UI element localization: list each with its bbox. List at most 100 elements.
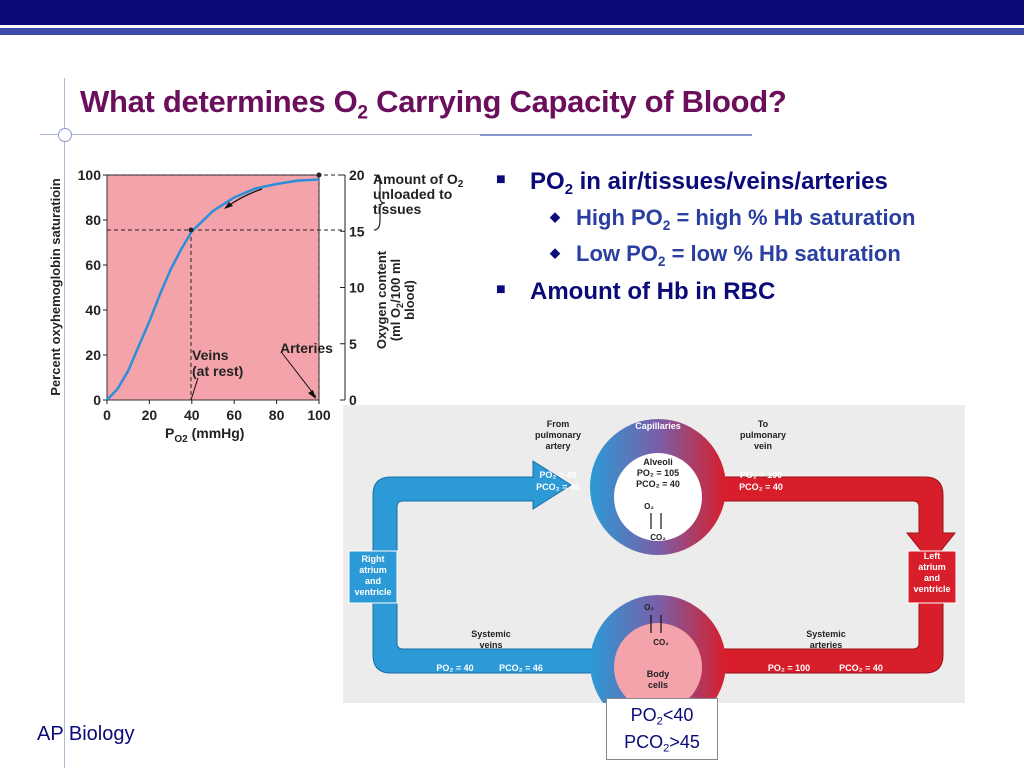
gas-exchange-diagram: From pulmonary artery To pulmonary vein … <box>343 405 965 703</box>
sys-veins-2: veins <box>479 640 502 650</box>
y2-tick-label: 0 <box>349 392 357 408</box>
title-underline <box>480 134 752 136</box>
out-po2: PO₂ = 100 <box>740 470 782 480</box>
from-pulm-1: From <box>547 419 570 429</box>
y2-tick-label: 20 <box>349 167 365 183</box>
body-cells-2: cells <box>648 680 668 690</box>
veins-label-1: Veins <box>192 347 229 363</box>
unloaded-label-1: Amount of O2 <box>373 171 464 190</box>
y2-ticks: 0 5 10 15 20 <box>340 167 365 408</box>
y-axis-label: Percent oxyhemoglobin saturatioin <box>48 178 63 395</box>
left-heart-4: ventricle <box>913 584 950 594</box>
saturation-curve <box>106 178 320 401</box>
unloaded-label-2: unloaded to <box>373 186 452 202</box>
sys-veins-1: Systemic <box>471 629 511 639</box>
to-pulm-2: pulmonary <box>740 430 786 440</box>
arteries-point <box>316 172 322 178</box>
lung-co2-label: CO₂ <box>650 533 666 542</box>
veins-pointer <box>190 377 199 401</box>
capillaries-label: Capillaries <box>635 421 681 431</box>
right-heart-2: atrium <box>359 565 387 575</box>
y-ticks: 0 20 40 60 80 100 <box>78 167 107 408</box>
out-pco2: PCO₂ = 40 <box>739 482 783 492</box>
unloaded-label-3: tissues <box>373 201 421 217</box>
from-pulm-2: pulmonary <box>535 430 581 440</box>
x-tick-label: 100 <box>307 407 331 423</box>
arterial-pathway <box>710 476 957 564</box>
arteries-label: Arteries <box>280 340 333 356</box>
left-heart-1: Left <box>924 551 941 561</box>
veins-label-2: (at rest) <box>192 363 243 379</box>
footer-label: AP Biology <box>37 723 135 745</box>
diamond-bullet-icon: ◆ <box>550 208 560 224</box>
bullet-po2: ■PO2 in air/tissues/veins/arteries <box>496 168 888 199</box>
y-tick-label: 0 <box>93 392 101 408</box>
sys-art-1: Systemic <box>806 629 846 639</box>
to-pulm-3: vein <box>754 441 772 451</box>
x-axis-label: PO2 (mmHg) <box>165 425 244 445</box>
from-pulm-3: artery <box>545 441 570 451</box>
y2-tick-label: 15 <box>349 223 365 239</box>
right-heart-box <box>348 550 398 604</box>
alveoli-po2: PO₂ = 105 <box>637 468 679 478</box>
left-heart-2: atrium <box>918 562 946 572</box>
bullet-low-po2: ◆Low PO2 = low % Hb saturation <box>550 241 901 269</box>
top-banner-stripe <box>0 28 1024 35</box>
x-ticks: 0 20 40 60 80 100 <box>103 400 331 423</box>
x-tick-label: 60 <box>226 407 242 423</box>
top-banner <box>0 0 1024 25</box>
y2-tick-label: 10 <box>349 280 365 296</box>
horizontal-guide-line <box>40 134 752 135</box>
veins-point <box>188 227 194 233</box>
left-heart-3: and <box>924 573 940 583</box>
arteries-pointer-head <box>308 390 316 399</box>
y2-axis-label-3: blood) <box>402 280 417 320</box>
bullet-list: ■PO2 in air/tissues/veins/arteries ◆High… <box>494 168 1014 314</box>
left-heart-box <box>907 550 957 604</box>
right-heart-4: ventricle <box>354 587 391 597</box>
right-heart-3: and <box>365 576 381 586</box>
body-o2-label: O₂ <box>644 603 654 612</box>
guide-circle-icon <box>58 128 72 142</box>
po2-line: PO2<40 <box>630 705 694 728</box>
slide-title: What determines O2 Carrying Capacity of … <box>80 84 787 124</box>
y-tick-label: 60 <box>85 257 101 273</box>
body-co2-label: CO₂ <box>653 638 669 647</box>
square-bullet-icon: ■ <box>496 171 506 188</box>
unloaded-brace <box>373 174 386 231</box>
alveoli-label: Alveoli <box>643 457 673 467</box>
y2-axis-label-2: (ml O2/100 ml <box>388 259 405 341</box>
x-tick-label: 20 <box>142 407 158 423</box>
curve-direction-arrowhead <box>224 202 233 209</box>
oxygen-dissociation-chart: 0 20 40 60 80 100 0 5 10 15 20 0 20 40 60 80 100 Perce… <box>48 167 464 445</box>
diamond-bullet-icon: ◆ <box>550 245 560 261</box>
y2-axis-label-1: Oxygen content <box>374 250 389 349</box>
venous-pathway <box>372 460 606 674</box>
body-cells-1: Body <box>647 669 670 679</box>
sys-art-pco2: PCO₂ = 40 <box>839 663 883 673</box>
y-tick-label: 100 <box>78 167 102 183</box>
y-tick-label: 80 <box>85 212 101 228</box>
pco2-line: PCO2>45 <box>624 732 700 755</box>
partial-pressure-callout: PO2<40 PCO2>45 <box>606 698 718 760</box>
in-pco2: PCO₂ = 46 <box>536 482 580 492</box>
right-heart-1: Right <box>362 554 385 564</box>
arteries-pointer <box>281 352 317 398</box>
alveoli-circle <box>614 453 702 541</box>
y-tick-label: 40 <box>85 302 101 318</box>
alveoli-pco2: PCO₂ = 40 <box>636 479 680 489</box>
y2-tick-label: 5 <box>349 336 357 352</box>
lung-o2-label: O₂ <box>644 502 654 511</box>
bullet-high-po2: ◆High PO2 = high % Hb saturation <box>550 204 916 233</box>
x-tick-label: 0 <box>103 407 111 423</box>
body-cells-circle <box>614 623 702 703</box>
sys-veins-po2: PO₂ = 40 <box>436 663 473 673</box>
sys-veins-pco2: PCO₂ = 46 <box>499 663 543 673</box>
sys-art-po2: PO₂ = 100 <box>768 663 810 673</box>
sys-art-2: arteries <box>810 640 843 650</box>
vertical-guide-line <box>64 78 65 768</box>
x-tick-label: 40 <box>184 407 200 423</box>
to-pulm-1: To <box>758 419 769 429</box>
x-tick-label: 80 <box>269 407 285 423</box>
y-tick-label: 20 <box>85 347 101 363</box>
